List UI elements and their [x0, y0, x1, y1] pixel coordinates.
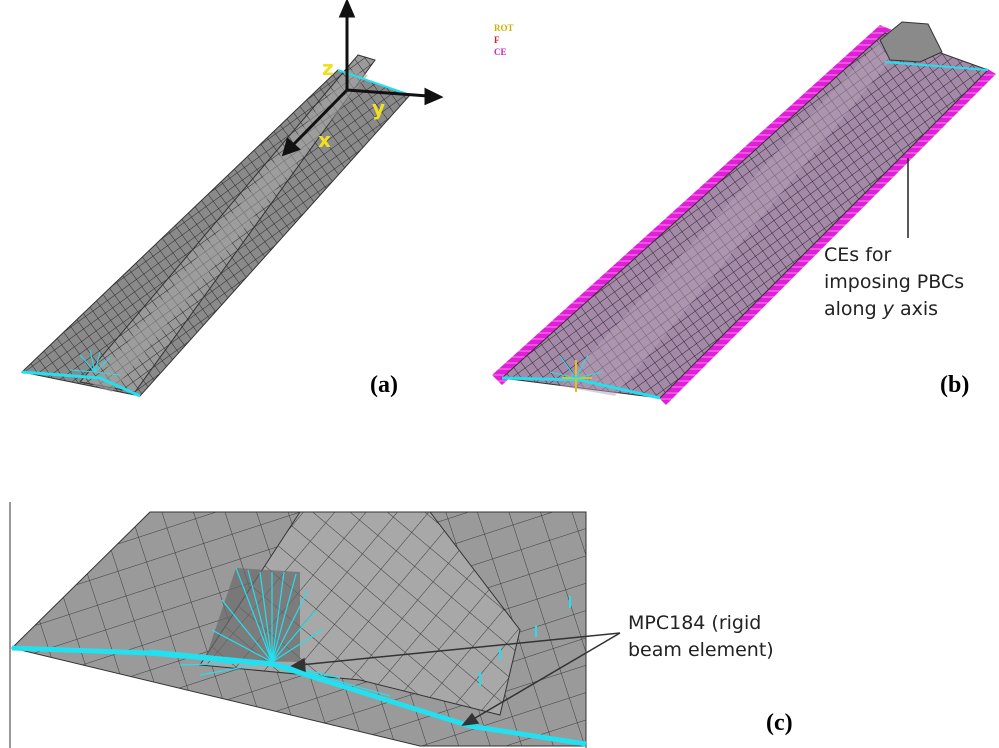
panel-c-beam-edge: [11, 645, 587, 747]
legend-ce: CE: [494, 47, 507, 57]
panel-c: MPC184 (rigid beam element) (c): [0, 500, 999, 748]
panel-a-mpc-rays: [69, 349, 121, 376]
panel-b: CEs for imposing PBCs along y axis (b): [480, 0, 999, 420]
panel-b-mesh-figure: [492, 21, 996, 405]
panel-c-callout-line-1: MPC184 (rigid: [628, 612, 762, 634]
panel-b-ridge-end: [879, 21, 943, 63]
panel-c-callout: MPC184 (rigid beam element): [628, 610, 774, 664]
panel-b-callout: CEs for imposing PBCs along y axis: [824, 242, 964, 323]
axis-z-label: z: [322, 56, 334, 80]
panel-a: z y x (a): [0, 0, 480, 420]
axis-y-label: y: [372, 96, 386, 120]
panel-b-callout-line-1: CEs for: [824, 244, 892, 266]
legend-rot: ROT: [494, 23, 514, 33]
panel-a-beam-edge: [21, 370, 141, 398]
panel-a-label: (a): [370, 372, 398, 398]
panel-b-beam-edge: [501, 376, 661, 400]
panel-b-callout-line-2: imposing PBCs: [824, 271, 965, 293]
legend: ROT F CE: [494, 22, 514, 58]
coordinate-axes: [281, 0, 444, 157]
panel-b-callout-line-3: along y axis: [824, 298, 939, 320]
axis-x-label: x: [318, 128, 331, 152]
panel-b-label: (b): [940, 372, 970, 398]
legend-f: F: [494, 35, 500, 45]
panel-c-callout-arrows: [290, 632, 621, 726]
panel-c-callout-line-2: beam element): [628, 639, 774, 661]
panel-a-mesh-figure: [20, 0, 444, 398]
panel-b-ridge: [560, 30, 910, 396]
panel-c-label: (c): [766, 710, 793, 736]
panel-b-ce-band-left: [492, 25, 892, 385]
panel-b-ce-band-right: [656, 68, 996, 405]
panel-c-mesh-figure: [9, 502, 621, 748]
